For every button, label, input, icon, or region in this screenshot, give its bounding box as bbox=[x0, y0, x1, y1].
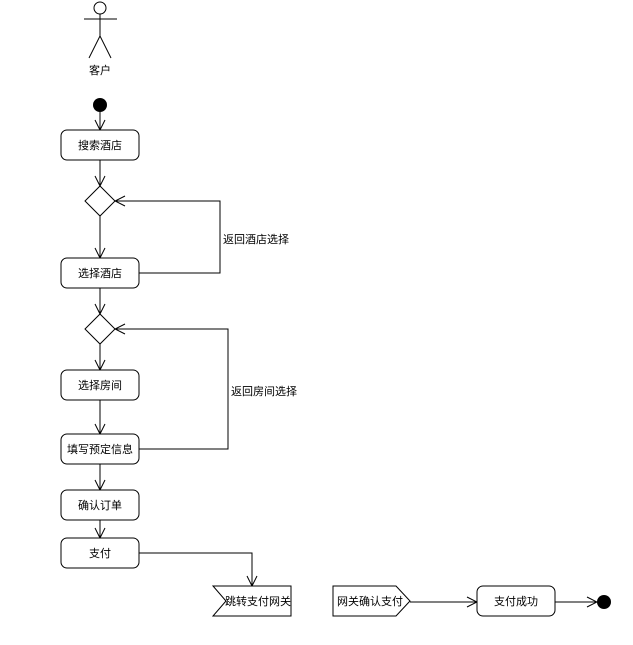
activity-box bbox=[60, 537, 140, 569]
flow-edges bbox=[100, 112, 597, 602]
actor-leg-left bbox=[88, 35, 101, 59]
activity-label: 确认订单 bbox=[78, 499, 122, 512]
signal-label: 网关确认支付 bbox=[337, 594, 403, 608]
activity-box bbox=[60, 433, 140, 465]
actor-head bbox=[93, 1, 107, 15]
activity-label: 选择酒店 bbox=[78, 266, 122, 280]
activity-confirm-order: 确认订单 bbox=[60, 489, 140, 521]
event-redirect-gateway: 跳转支付网关 bbox=[211, 585, 292, 617]
activity-select-hotel: 选择酒店 bbox=[60, 257, 140, 289]
decision-node-room bbox=[84, 313, 116, 345]
activity-search-hotel: 搜索酒店 bbox=[60, 129, 140, 161]
activity-label: 搜索酒店 bbox=[78, 138, 122, 152]
activity-box bbox=[476, 585, 556, 617]
activity-label: 选择房间 bbox=[78, 378, 122, 392]
event-label: 跳转支付网关 bbox=[225, 594, 291, 608]
actor-leg-right bbox=[99, 35, 112, 59]
activity-box bbox=[60, 489, 140, 521]
activity-fill-booking: 填写预定信息 bbox=[60, 433, 140, 465]
decision-node-hotel bbox=[84, 185, 116, 217]
activity-box bbox=[60, 369, 140, 401]
send-signal-shape bbox=[332, 585, 411, 617]
actor-label: 客户 bbox=[89, 63, 111, 77]
edge-loop-back-hotel bbox=[115, 201, 221, 274]
activity-label: 支付成功 bbox=[494, 595, 538, 608]
activity-pay: 支付 bbox=[60, 537, 140, 569]
loop-label-back-hotel: 返回酒店选择 bbox=[223, 232, 289, 246]
actor-customer: 客户 bbox=[84, 1, 117, 77]
activity-pay-success: 支付成功 bbox=[476, 585, 556, 617]
accept-event-shape bbox=[211, 585, 292, 617]
edge-pay-redirect bbox=[139, 552, 252, 586]
activity-select-room: 选择房间 bbox=[60, 369, 140, 401]
loop-label-back-room: 返回房间选择 bbox=[231, 384, 297, 398]
initial-node bbox=[93, 98, 107, 112]
edge-loop-back-room bbox=[115, 329, 229, 450]
activity-box bbox=[60, 257, 140, 289]
activity-label: 填写预定信息 bbox=[67, 442, 133, 456]
activity-label: 支付 bbox=[89, 547, 111, 560]
activity-box bbox=[60, 129, 140, 161]
final-node bbox=[597, 595, 611, 609]
signal-gateway-confirm: 网关确认支付 bbox=[332, 585, 411, 617]
